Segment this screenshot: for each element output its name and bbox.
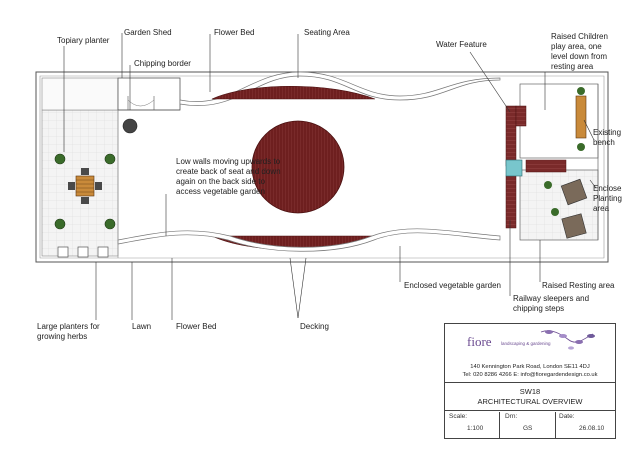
- raised-resting-area: [519, 169, 599, 241]
- fiore-logo: fiore landscaping & gardening: [467, 330, 595, 350]
- label-seating-area: Seating Area: [304, 28, 350, 37]
- drawn-value: GS: [523, 425, 533, 432]
- herb-planter-1: [57, 246, 69, 258]
- label-chipping-border: Chipping border: [134, 59, 191, 68]
- garden-boundary: [35, 71, 609, 263]
- herb-planter-3: [97, 246, 109, 258]
- label-large-planters: Large planters for growing herbs: [37, 322, 100, 341]
- resting-planter-1: [544, 181, 552, 189]
- seating-deck-top: [211, 85, 376, 100]
- drawing-title: ARCHITECTURAL OVERVIEW: [477, 397, 583, 406]
- topiary-area: [41, 77, 119, 111]
- label-lawn: Lawn: [132, 322, 152, 331]
- title-cell-divider-2: [555, 412, 556, 438]
- label-low-walls: Low walls moving upwards to create back …: [176, 157, 281, 196]
- title-divider-1: [445, 382, 615, 383]
- play-planter-1: [577, 87, 585, 95]
- scale-label: Scale:: [449, 413, 468, 420]
- label-flower-bed-bottom: Flower Bed: [176, 322, 217, 331]
- railway-sleepers-2: [505, 175, 517, 229]
- leader-lines: [63, 33, 597, 320]
- railway-sleepers-1: [505, 105, 517, 167]
- label-topiary-planter: Topiary planter: [57, 36, 110, 45]
- label-railway-sleepers: Railway sleepers and chipping steps: [513, 294, 590, 313]
- company-address: 140 Kennington Park Road, London SE11 4D…: [470, 364, 590, 370]
- topiary-planter-4: [104, 218, 116, 230]
- herb-planter-2: [77, 246, 89, 258]
- scale-value: 1:100: [467, 425, 484, 432]
- flower-bed-top: [179, 71, 501, 106]
- resting-planter-2: [551, 208, 559, 216]
- patio-table-set: [68, 168, 102, 204]
- topiary-planter-2: [54, 218, 66, 230]
- date-label: Date:: [559, 413, 575, 420]
- title-cell-divider-1: [499, 412, 500, 438]
- logo-tagline: landscaping & gardening: [501, 341, 551, 346]
- label-raised-children-play-area: Raised Children play area, one level dow…: [551, 32, 608, 71]
- topiary-planter-1: [54, 153, 66, 165]
- company-contact: Tel: 020 8286 4266 E: info@fioregardende…: [462, 372, 598, 378]
- drawing-number: SW18: [519, 387, 541, 396]
- label-existing-bench: Existing bench: [593, 128, 622, 147]
- label-flower-bed-top: Flower Bed: [214, 28, 255, 37]
- flower-bed-bottom: [117, 228, 501, 252]
- resting-chair-1: [560, 178, 588, 206]
- chipping-border-pot: [122, 118, 138, 134]
- logo-name: fiore: [467, 334, 492, 349]
- railway-sleepers-3: [515, 105, 527, 127]
- label-raised-resting-area: Raised Resting area: [542, 281, 615, 290]
- label-water-feature: Water Feature: [436, 40, 487, 49]
- title-divider-2: [445, 410, 615, 411]
- decking-circle: [251, 120, 345, 214]
- play-planter-2: [577, 143, 585, 151]
- drawn-label: Drn:: [505, 413, 518, 420]
- existing-bench: [575, 95, 587, 139]
- label-enclosed-vegetable-garden: Enclosed vegetable garden: [404, 281, 501, 290]
- label-garden-shed: Garden Shed: [124, 28, 172, 37]
- label-enclose-planting-area: Enclose Planting area: [593, 184, 622, 213]
- topiary-planter-3: [104, 153, 116, 165]
- sleepers-cross: [525, 159, 567, 173]
- date-value: 26.08.10: [579, 425, 605, 432]
- title-block: fiore landscaping & gardening 140 Kennin…: [444, 323, 616, 439]
- resting-chair-2: [561, 213, 587, 239]
- label-decking: Decking: [300, 322, 329, 331]
- water-feature: [505, 159, 523, 177]
- garden-shed: [117, 77, 181, 111]
